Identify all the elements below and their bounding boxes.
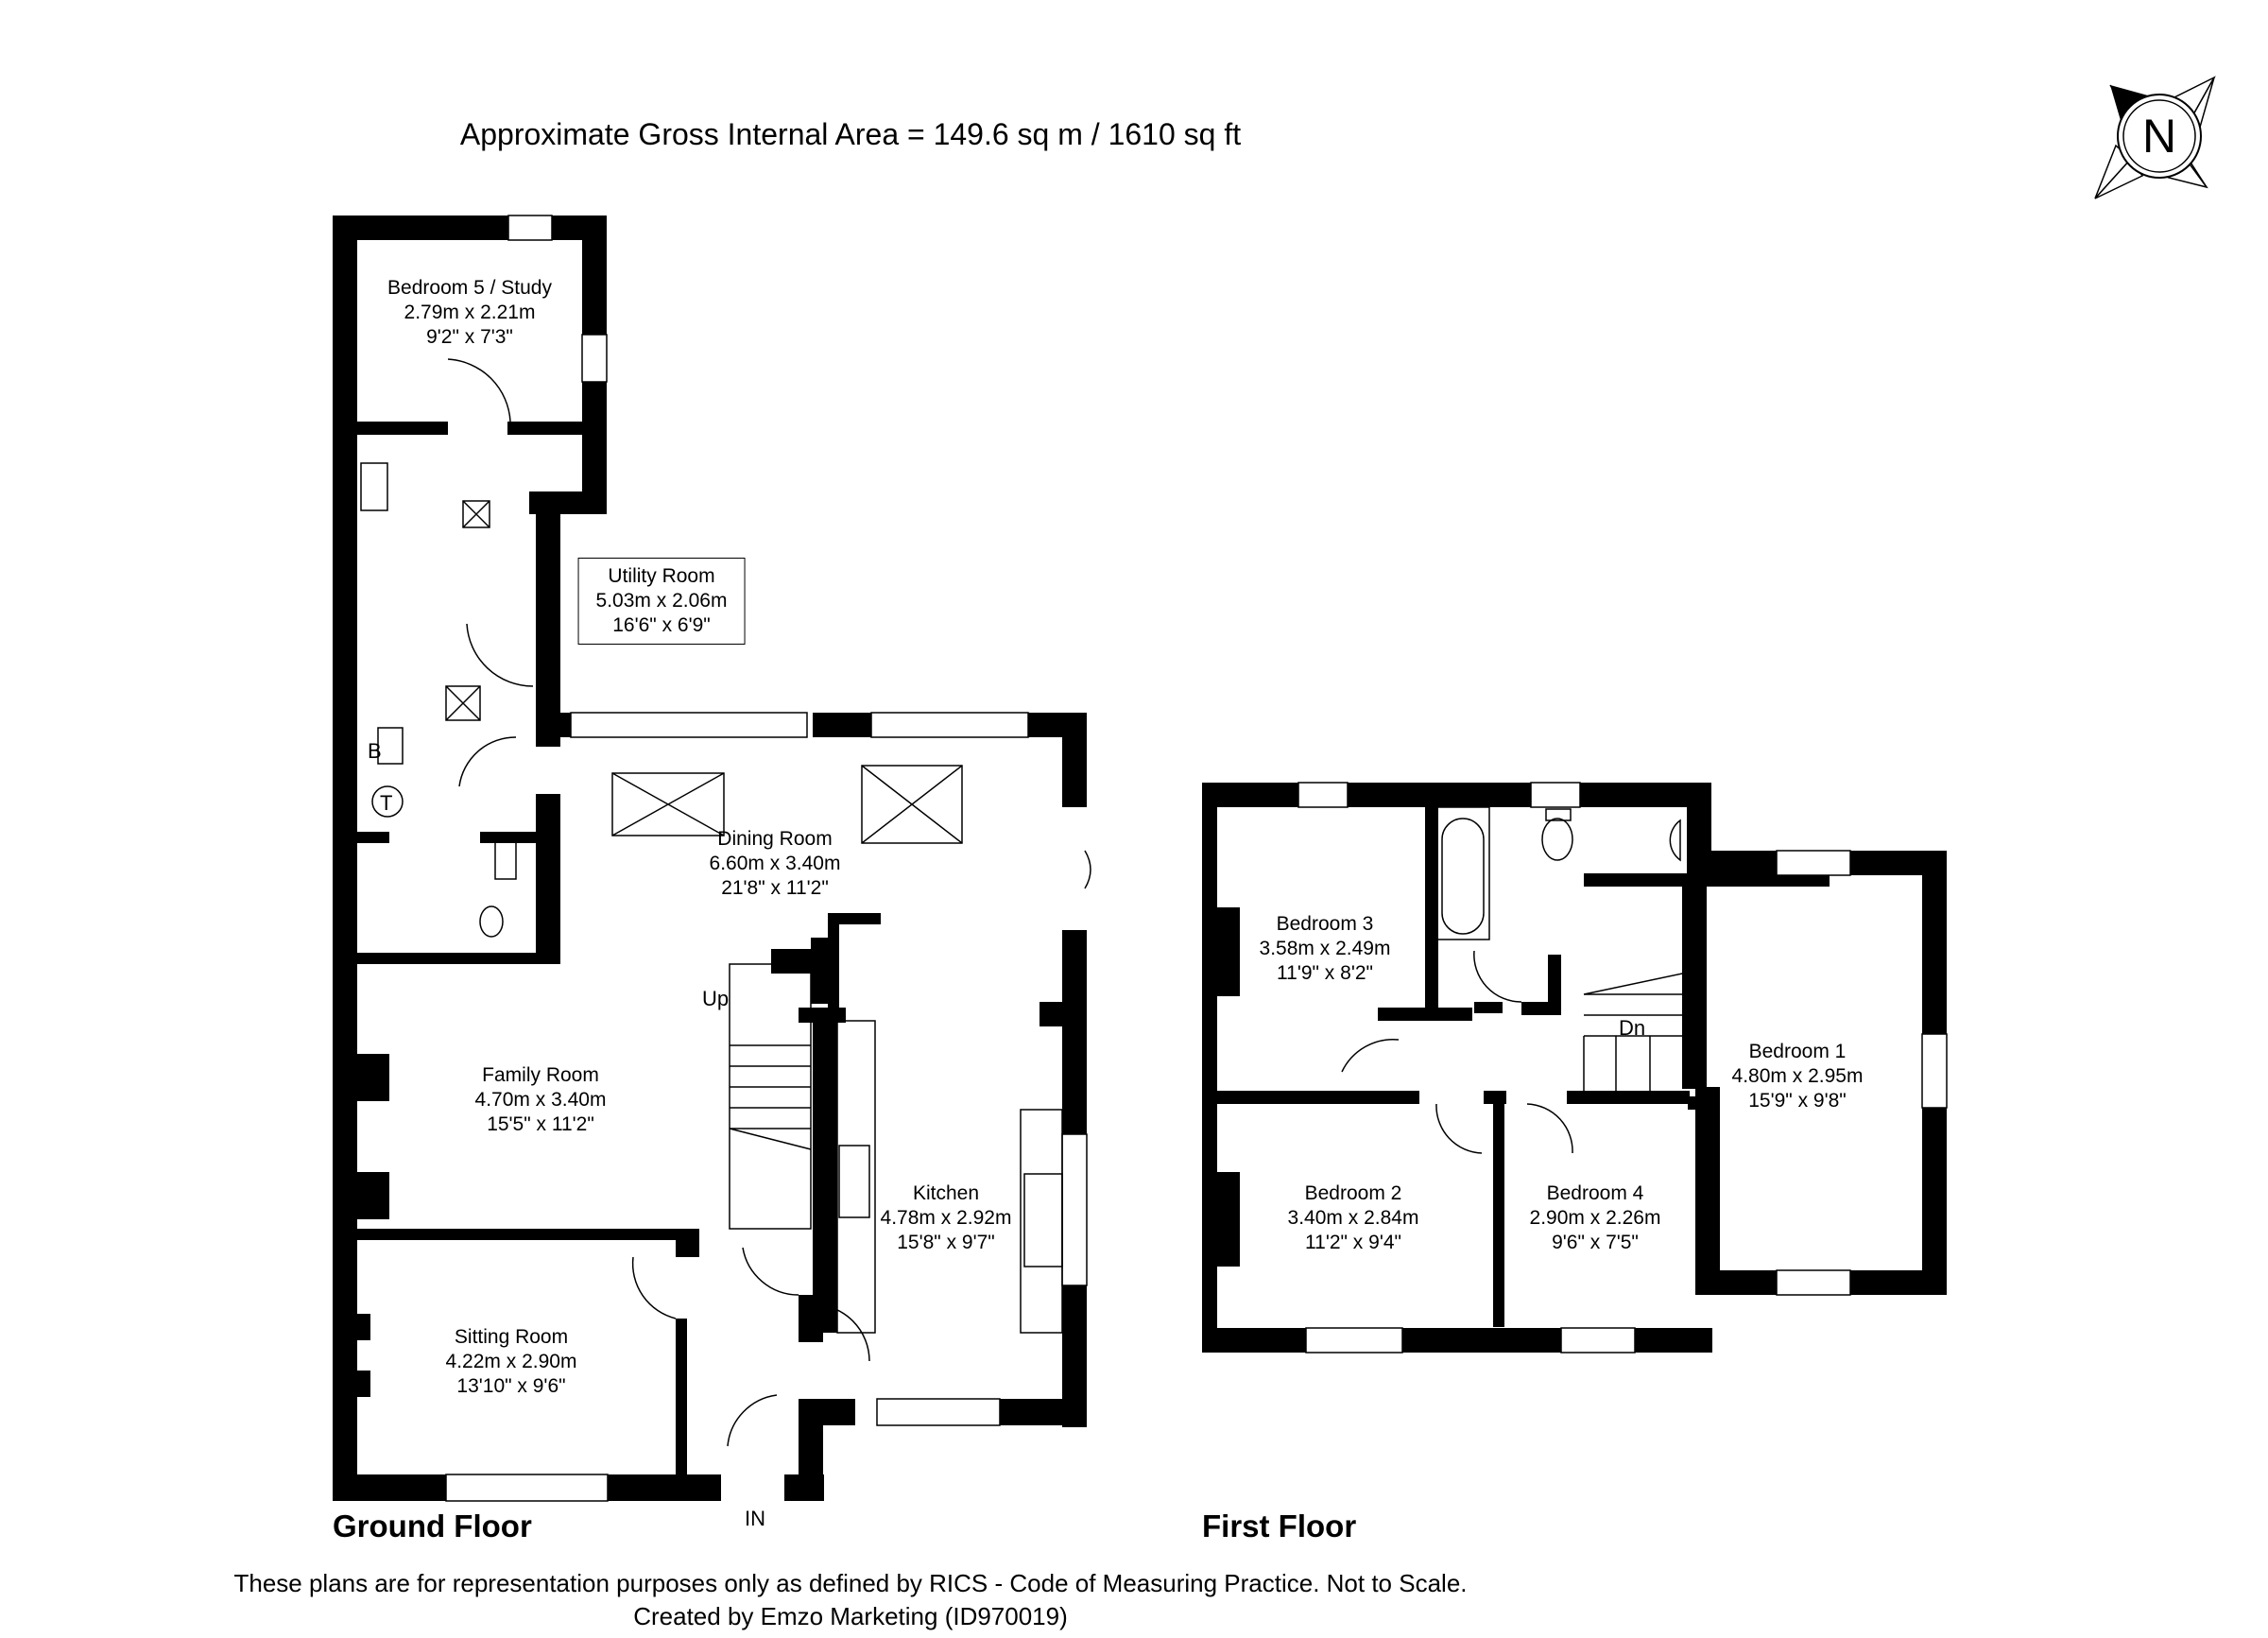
room-imperial: 9'2" x 7'3" <box>426 326 513 348</box>
room-metric: 6.60m x 3.40m <box>709 853 841 874</box>
room-imperial: 11'9" x 8'2" <box>1277 962 1373 984</box>
room-name: Bedroom 5 / Study <box>387 277 552 299</box>
room-name: Utility Room <box>608 565 715 587</box>
room-family: Family Room 4.70m x 3.40m 15'5" x 11'2" <box>475 1063 607 1137</box>
room-utility: Utility Room 5.03m x 2.06m 16'6" x 6'9" <box>577 558 746 645</box>
room-name: Dining Room <box>717 828 833 850</box>
room-bedroom-5-study: Bedroom 5 / Study 2.79m x 2.21m 9'2" x 7… <box>387 276 552 350</box>
tank-label: T <box>380 791 393 815</box>
room-imperial: 13'10" x 9'6" <box>456 1375 566 1397</box>
room-metric: 4.70m x 3.40m <box>474 1089 607 1111</box>
room-bedroom-1: Bedroom 1 4.80m x 2.95m 15'9" x 9'8" <box>1732 1040 1864 1113</box>
room-metric: 4.80m x 2.95m <box>1731 1065 1864 1087</box>
entrance-label: IN <box>745 1507 765 1530</box>
room-kitchen: Kitchen 4.78m x 2.92m 15'8" x 9'7" <box>881 1181 1012 1255</box>
room-metric: 4.78m x 2.92m <box>880 1207 1012 1229</box>
room-metric: 5.03m x 2.06m <box>595 590 728 612</box>
svg-text:N: N <box>2142 110 2176 163</box>
room-name: Bedroom 2 <box>1304 1182 1402 1204</box>
room-imperial: 11'2" x 9'4" <box>1305 1232 1401 1253</box>
room-imperial: 21'8" x 11'2" <box>721 877 829 899</box>
gross-internal-area-title: Approximate Gross Internal Area = 149.6 … <box>459 117 1242 151</box>
boiler-label: B <box>368 739 382 763</box>
room-bedroom-2: Bedroom 2 3.40m x 2.84m 11'2" x 9'4" <box>1288 1181 1419 1255</box>
room-imperial: 15'5" x 11'2" <box>487 1113 594 1135</box>
room-imperial: 15'9" x 9'8" <box>1748 1090 1847 1112</box>
room-name: Bedroom 1 <box>1748 1041 1847 1062</box>
room-dining: Dining Room 6.60m x 3.40m 21'8" x 11'2" <box>710 827 841 901</box>
room-name: Sitting Room <box>454 1326 569 1348</box>
room-bedroom-3: Bedroom 3 3.58m x 2.49m 11'9" x 8'2" <box>1260 912 1391 986</box>
room-name: Kitchen <box>912 1182 980 1204</box>
room-imperial: 9'6" x 7'5" <box>1552 1232 1639 1253</box>
room-name: Family Room <box>482 1064 599 1086</box>
room-imperial: 15'8" x 9'7" <box>897 1232 995 1253</box>
room-metric: 3.58m x 2.49m <box>1259 938 1391 959</box>
room-name: Bedroom 4 <box>1546 1182 1644 1204</box>
ground-floor-label: Ground Floor <box>333 1509 532 1543</box>
stairs-up-label: Up <box>702 987 730 1010</box>
room-metric: 2.90m x 2.26m <box>1529 1207 1661 1229</box>
room-name: Bedroom 3 <box>1276 913 1374 935</box>
room-metric: 3.40m x 2.84m <box>1287 1207 1419 1229</box>
north-compass-icon: N <box>2094 76 2216 199</box>
room-bedroom-4: Bedroom 4 2.90m x 2.26m 9'6" x 7'5" <box>1530 1181 1661 1255</box>
first-floor-label: First Floor <box>1202 1509 1357 1543</box>
room-metric: 2.79m x 2.21m <box>404 302 536 323</box>
room-imperial: 16'6" x 6'9" <box>612 614 711 636</box>
room-metric: 4.22m x 2.90m <box>445 1351 577 1372</box>
room-sitting: Sitting Room 4.22m x 2.90m 13'10" x 9'6" <box>446 1325 577 1399</box>
stairs-down-label: Dn <box>1619 1016 1646 1040</box>
disclaimer-text: These plans are for representation purpo… <box>233 1569 1468 1597</box>
credit-text: Created by Emzo Marketing (ID970019) <box>633 1602 1068 1630</box>
